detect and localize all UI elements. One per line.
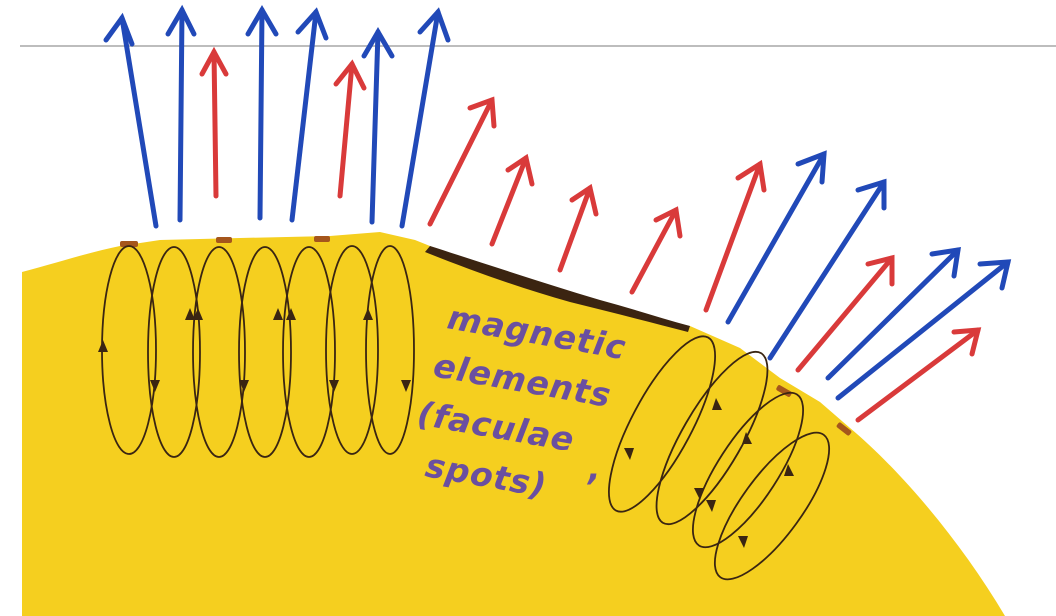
red-arrow — [336, 64, 364, 196]
red-arrow — [430, 100, 494, 224]
red-arrow — [492, 158, 532, 244]
red-arrow — [706, 164, 764, 310]
facula-marker — [314, 236, 330, 242]
red-arrow — [858, 330, 978, 420]
blue-arrow — [248, 10, 276, 218]
red-arrow — [202, 52, 226, 196]
facula-marker — [216, 237, 232, 243]
red-arrow — [560, 188, 596, 270]
blue-arrow — [364, 32, 392, 222]
blue-arrow — [402, 12, 448, 226]
blue-arrow — [106, 18, 156, 226]
label-comma: , — [586, 449, 602, 488]
red-arrow — [798, 258, 892, 370]
blue-arrow — [168, 10, 194, 220]
blue-arrow — [292, 12, 326, 220]
red-arrow — [632, 210, 680, 292]
